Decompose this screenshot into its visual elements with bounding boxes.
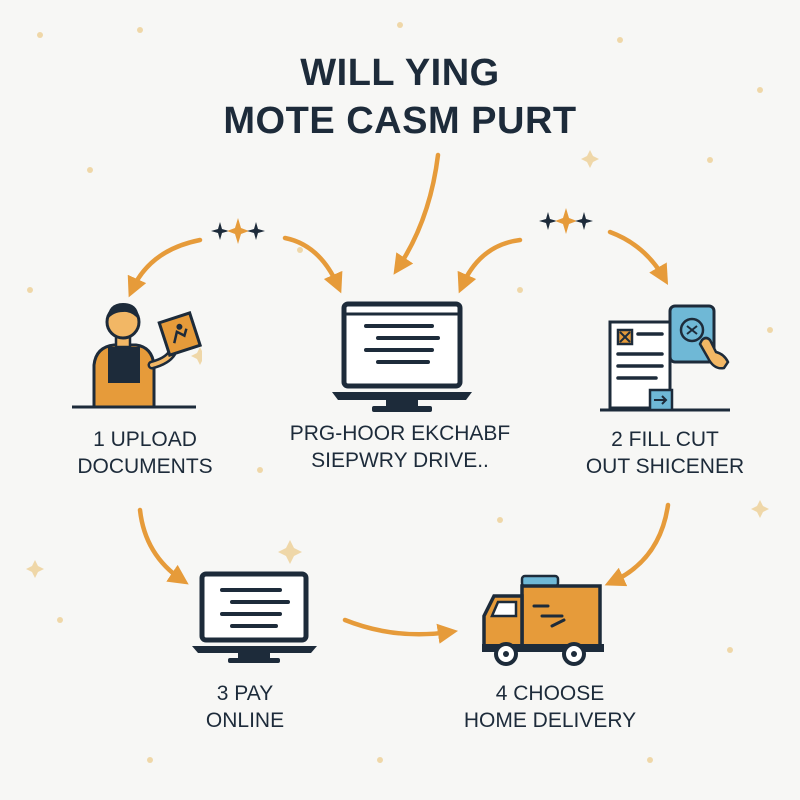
delivery-truck-icon [482, 574, 604, 666]
arrow-title-to-center [393, 152, 441, 275]
person-holding-document-icon [72, 303, 202, 409]
step3-label-line1: 3 PAY [216, 682, 274, 705]
arrow-to-center [282, 235, 343, 294]
center-label: PRG-HOOR EKCHABF SIEPWRY DRIVE.. [285, 420, 515, 474]
arrow-step3-to-step4 [342, 617, 459, 644]
step2-label: 2 FILL CUT OUT SHICENER [570, 426, 760, 480]
step4-label: 4 CHOOSE HOME DELIVERY [455, 680, 645, 734]
star-cluster-left [211, 218, 265, 244]
arrow-step1-to-step3 [137, 507, 189, 585]
step2-label-line1: 2 FILL CUT [611, 428, 719, 451]
laptop-payment-icon [192, 571, 317, 663]
step1-label-line2: DOCUMENTS [77, 455, 213, 478]
center-label-line2: SIEPWRY DRIVE.. [311, 449, 489, 472]
flow-arrows [127, 152, 671, 644]
step2-label-line2: OUT SHICENER [585, 455, 745, 478]
center-label-line1: PRG-HOOR EKCHABF [289, 422, 511, 445]
arrow-to-step1 [127, 237, 203, 298]
arrow-step2-to-step4 [604, 502, 671, 587]
star-cluster-right [539, 208, 593, 234]
background-sparkles [26, 22, 773, 763]
form-with-tablet-icon [600, 304, 730, 412]
arrow-to-center-right [457, 237, 523, 294]
step4-label-line2: HOME DELIVERY [463, 709, 637, 732]
arrow-to-step2 [607, 229, 669, 286]
step1-label-line1: 1 UPLOAD [93, 428, 197, 451]
step3-label-line2: ONLINE [205, 709, 285, 732]
step3-label: 3 PAY ONLINE [175, 680, 315, 734]
diagram-title-line2: MOTE CASM PURT [223, 100, 577, 142]
diagram-title-line1: WILL YING [300, 52, 500, 94]
step4-label-line1: 4 CHOOSE [495, 682, 605, 705]
laptop-icon [332, 301, 472, 412]
step1-label: 1 UPLOAD DOCUMENTS [60, 426, 230, 480]
